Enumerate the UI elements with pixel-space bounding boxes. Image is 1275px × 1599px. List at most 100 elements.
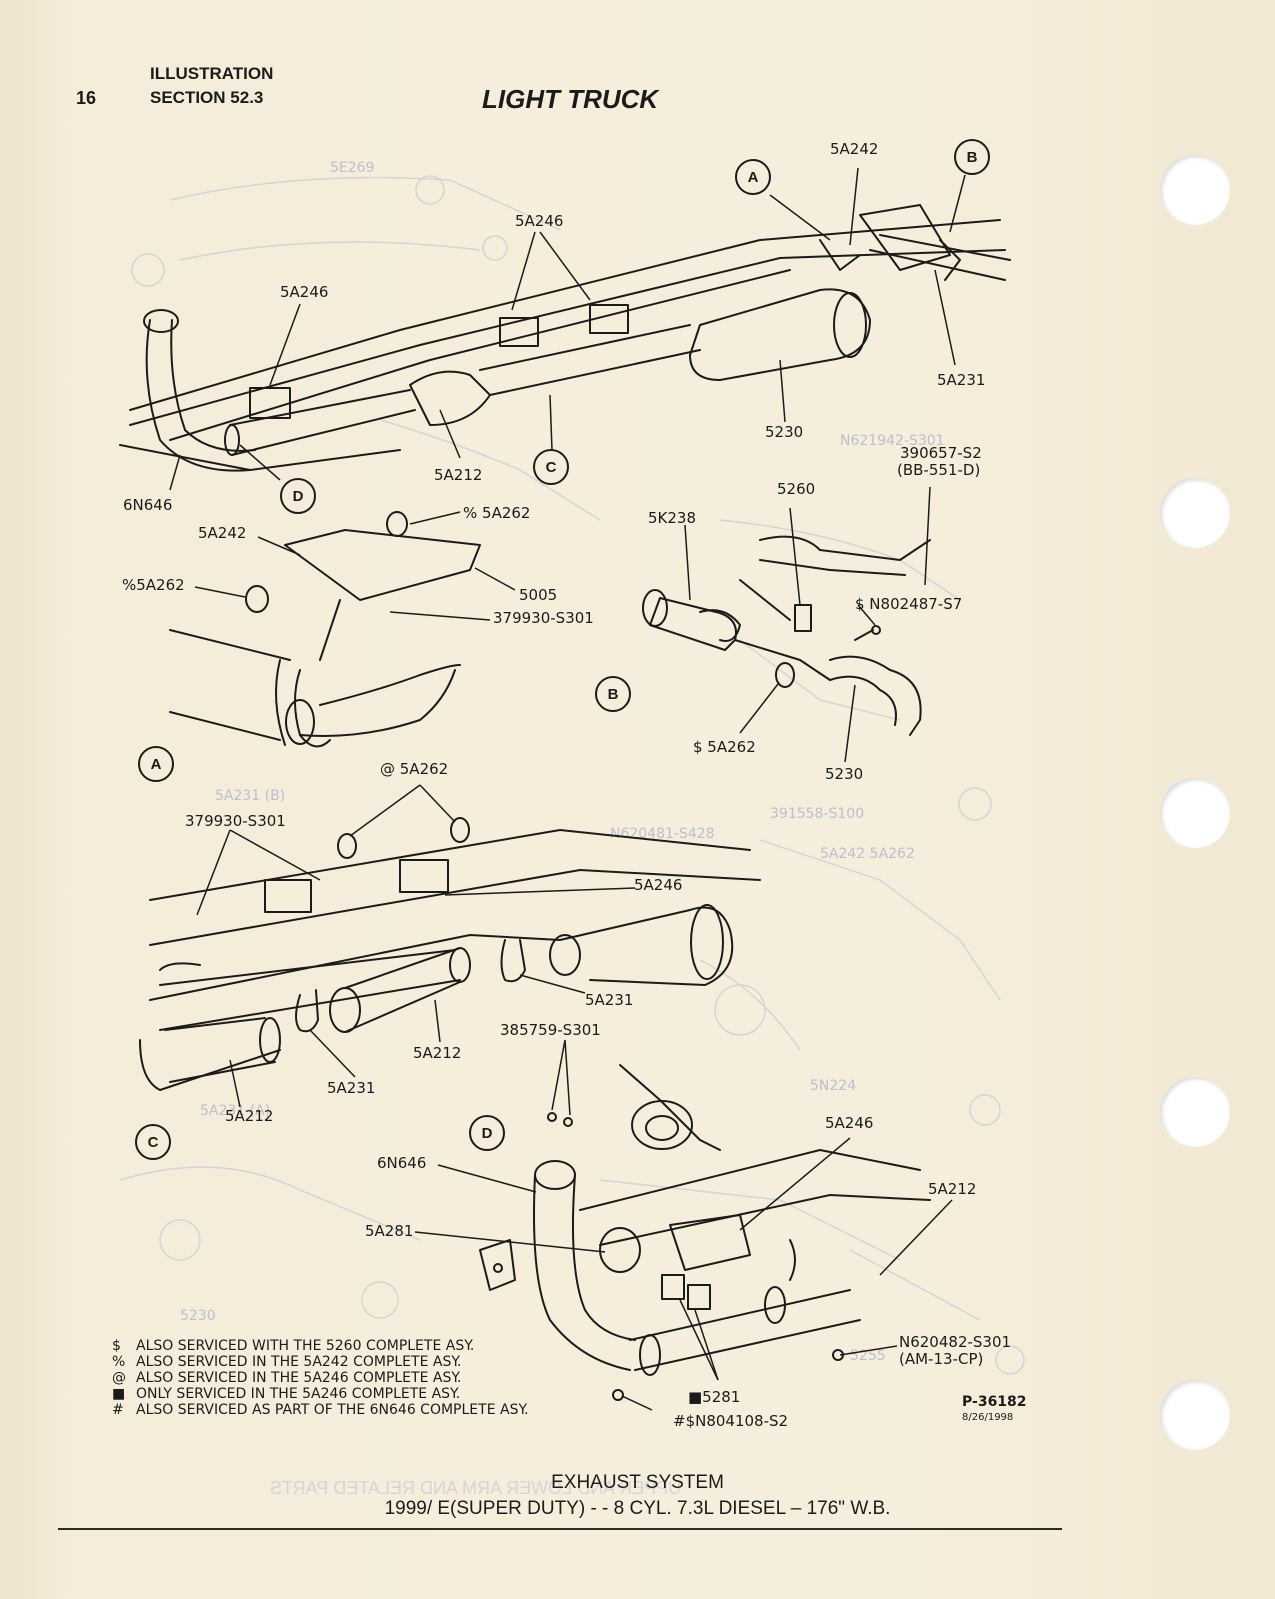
part-callout: (AM-13-CP) (899, 1350, 983, 1368)
leader-lines (169, 167, 966, 1411)
top-assembly-view (119, 204, 1011, 472)
part-callout: #$N804108-S2 (673, 1412, 788, 1430)
note-row: # ALSO SERVICED AS PART OF THE 6N646 COMP… (112, 1402, 529, 1418)
ghost-labels: 5E269 N621942-S301 391558-S100 N620481-S… (180, 160, 945, 1364)
ghost-label: 5A242 5A262 (820, 846, 915, 862)
part-callout: 5A212 (225, 1107, 273, 1125)
part-callout: 5A246 (280, 283, 328, 301)
part-callout: 6N646 (123, 496, 172, 514)
binder-hole (1160, 478, 1230, 548)
part-callout: $ N802487-S7 (855, 595, 962, 613)
ref-circle-d-detail (469, 1115, 505, 1151)
footer-vehicle: 1999/ E(SUPER DUTY) - - 8 CYL. 7.3L DIES… (384, 1498, 891, 1519)
footer-caption: EXHAUST SYSTEM 1999/ E(SUPER DUTY) - - 8… (0, 1470, 1275, 1522)
ref-circle-b (954, 139, 990, 175)
ref-circle-c (533, 449, 569, 485)
part-callout: @ 5A262 (380, 760, 448, 778)
ghost-drawing (119, 175, 1025, 1375)
part-callout: 5A212 (434, 466, 482, 484)
ghost-label: N620481-S428 (610, 826, 715, 842)
binder-hole (1160, 1380, 1230, 1450)
part-callout: (BB-551-D) (897, 461, 980, 479)
binder-hole (1160, 1077, 1230, 1147)
illustration-reference: P-36182 8/26/1998 (962, 1395, 1027, 1425)
part-callout: 5A231 (327, 1079, 375, 1097)
note-text: ALSO SERVICED IN THE 5A246 COMPLETE ASY. (136, 1370, 462, 1386)
note-row: ■ ONLY SERVICED IN THE 5A246 COMPLETE ASY… (112, 1386, 529, 1402)
ref-letter: A (748, 169, 759, 186)
part-callout: 5A231 (937, 371, 985, 389)
note-row: % ALSO SERVICED IN THE 5A242 COMPLETE ASY… (112, 1354, 529, 1370)
reference-letters: B A C D B A C D (148, 149, 978, 1151)
page-title: LIGHT TRUCK (482, 84, 659, 114)
ref-circle-b-detail (595, 676, 631, 712)
binder-hole (1160, 778, 1230, 848)
part-callout: 5A246 (634, 876, 682, 894)
note-symbol: $ (112, 1338, 121, 1354)
ref-letter: C (148, 1134, 159, 1151)
service-notes: $ ALSO SERVICED WITH THE 5260 COMPLETE AS… (112, 1338, 529, 1418)
ref-letter: B (967, 149, 978, 166)
part-callout: N620482-S301 (899, 1333, 1011, 1351)
part-callout: ■5281 (688, 1388, 740, 1406)
part-callout: 5A242 (198, 524, 246, 542)
note-text: ALSO SERVICED WITH THE 5260 COMPLETE ASY… (136, 1338, 475, 1354)
part-callout: 5230 (825, 765, 863, 783)
ref-letter: C (546, 459, 557, 476)
ghost-label: 5N224 (810, 1078, 856, 1094)
reference-date: 8/26/1998 (962, 1412, 1014, 1423)
part-callout: 5A242 (830, 140, 878, 158)
note-text: ONLY SERVICED IN THE 5A246 COMPLETE ASY. (136, 1386, 461, 1402)
ref-letter: A (151, 756, 162, 773)
section-heading: ILLUSTRATION SECTION 52.3 (150, 62, 273, 110)
part-callout: 5A246 (515, 212, 563, 230)
part-callout: 390657-S2 (900, 444, 982, 462)
ref-letter: D (293, 488, 304, 505)
part-callout: 379930-S301 (493, 609, 594, 627)
part-callout: 5A246 (825, 1114, 873, 1132)
binder-hole (1160, 155, 1230, 225)
ghost-label: 5A231 (B) (215, 788, 285, 804)
part-callout: 5260 (777, 480, 815, 498)
detail-a-view (169, 511, 481, 748)
part-callout: %5A262 (122, 576, 185, 594)
part-callout: $ 5A262 (693, 738, 756, 756)
note-text: ALSO SERVICED AS PART OF THE 6N646 COMPL… (136, 1402, 529, 1418)
note-symbol: ■ (112, 1386, 126, 1402)
detail-b-view (642, 535, 931, 736)
part-callout: 5A212 (413, 1044, 461, 1062)
part-callout: 5005 (519, 586, 557, 604)
note-text: ALSO SERVICED IN THE 5A242 COMPLETE ASY. (136, 1354, 462, 1370)
note-symbol: # (112, 1402, 124, 1418)
section-line-1: ILLUSTRATION (150, 64, 274, 83)
ghost-label: 5E269 (330, 160, 374, 176)
part-callout: 379930-S301 (185, 812, 286, 830)
ghost-label: N621942-S301 (840, 433, 945, 449)
part-callout: 5A231 (585, 991, 633, 1009)
part-callout: 6N646 (377, 1154, 426, 1172)
ref-circle-d (280, 478, 316, 514)
ref-circle-a-detail (138, 746, 174, 782)
part-callout: 5A212 (928, 1180, 976, 1198)
note-symbol: % (112, 1354, 126, 1370)
note-symbol: @ (112, 1370, 126, 1386)
page-number: 16 (76, 88, 97, 108)
ghost-label: 5A231 (A) (200, 1103, 270, 1119)
ref-circle-a (735, 159, 771, 195)
part-callout: 5A281 (365, 1222, 413, 1240)
reference-number: P-36182 (962, 1394, 1027, 1410)
note-row: $ ALSO SERVICED WITH THE 5260 COMPLETE AS… (112, 1338, 529, 1354)
part-callout: 385759-S301 (500, 1021, 601, 1039)
part-callout: 5230 (765, 423, 803, 441)
section-line-2: SECTION 52.3 (150, 88, 264, 107)
ref-letter: B (608, 686, 619, 703)
part-callout: % 5A262 (463, 504, 530, 522)
part-callout: 5K238 (648, 509, 696, 527)
ref-letter: D (482, 1125, 493, 1142)
reference-circles (135, 139, 990, 1160)
ref-circle-c-detail (135, 1124, 171, 1160)
note-row: @ ALSO SERVICED IN THE 5A246 COMPLETE ASY… (112, 1370, 529, 1386)
ghost-label: 5230 (180, 1308, 216, 1324)
